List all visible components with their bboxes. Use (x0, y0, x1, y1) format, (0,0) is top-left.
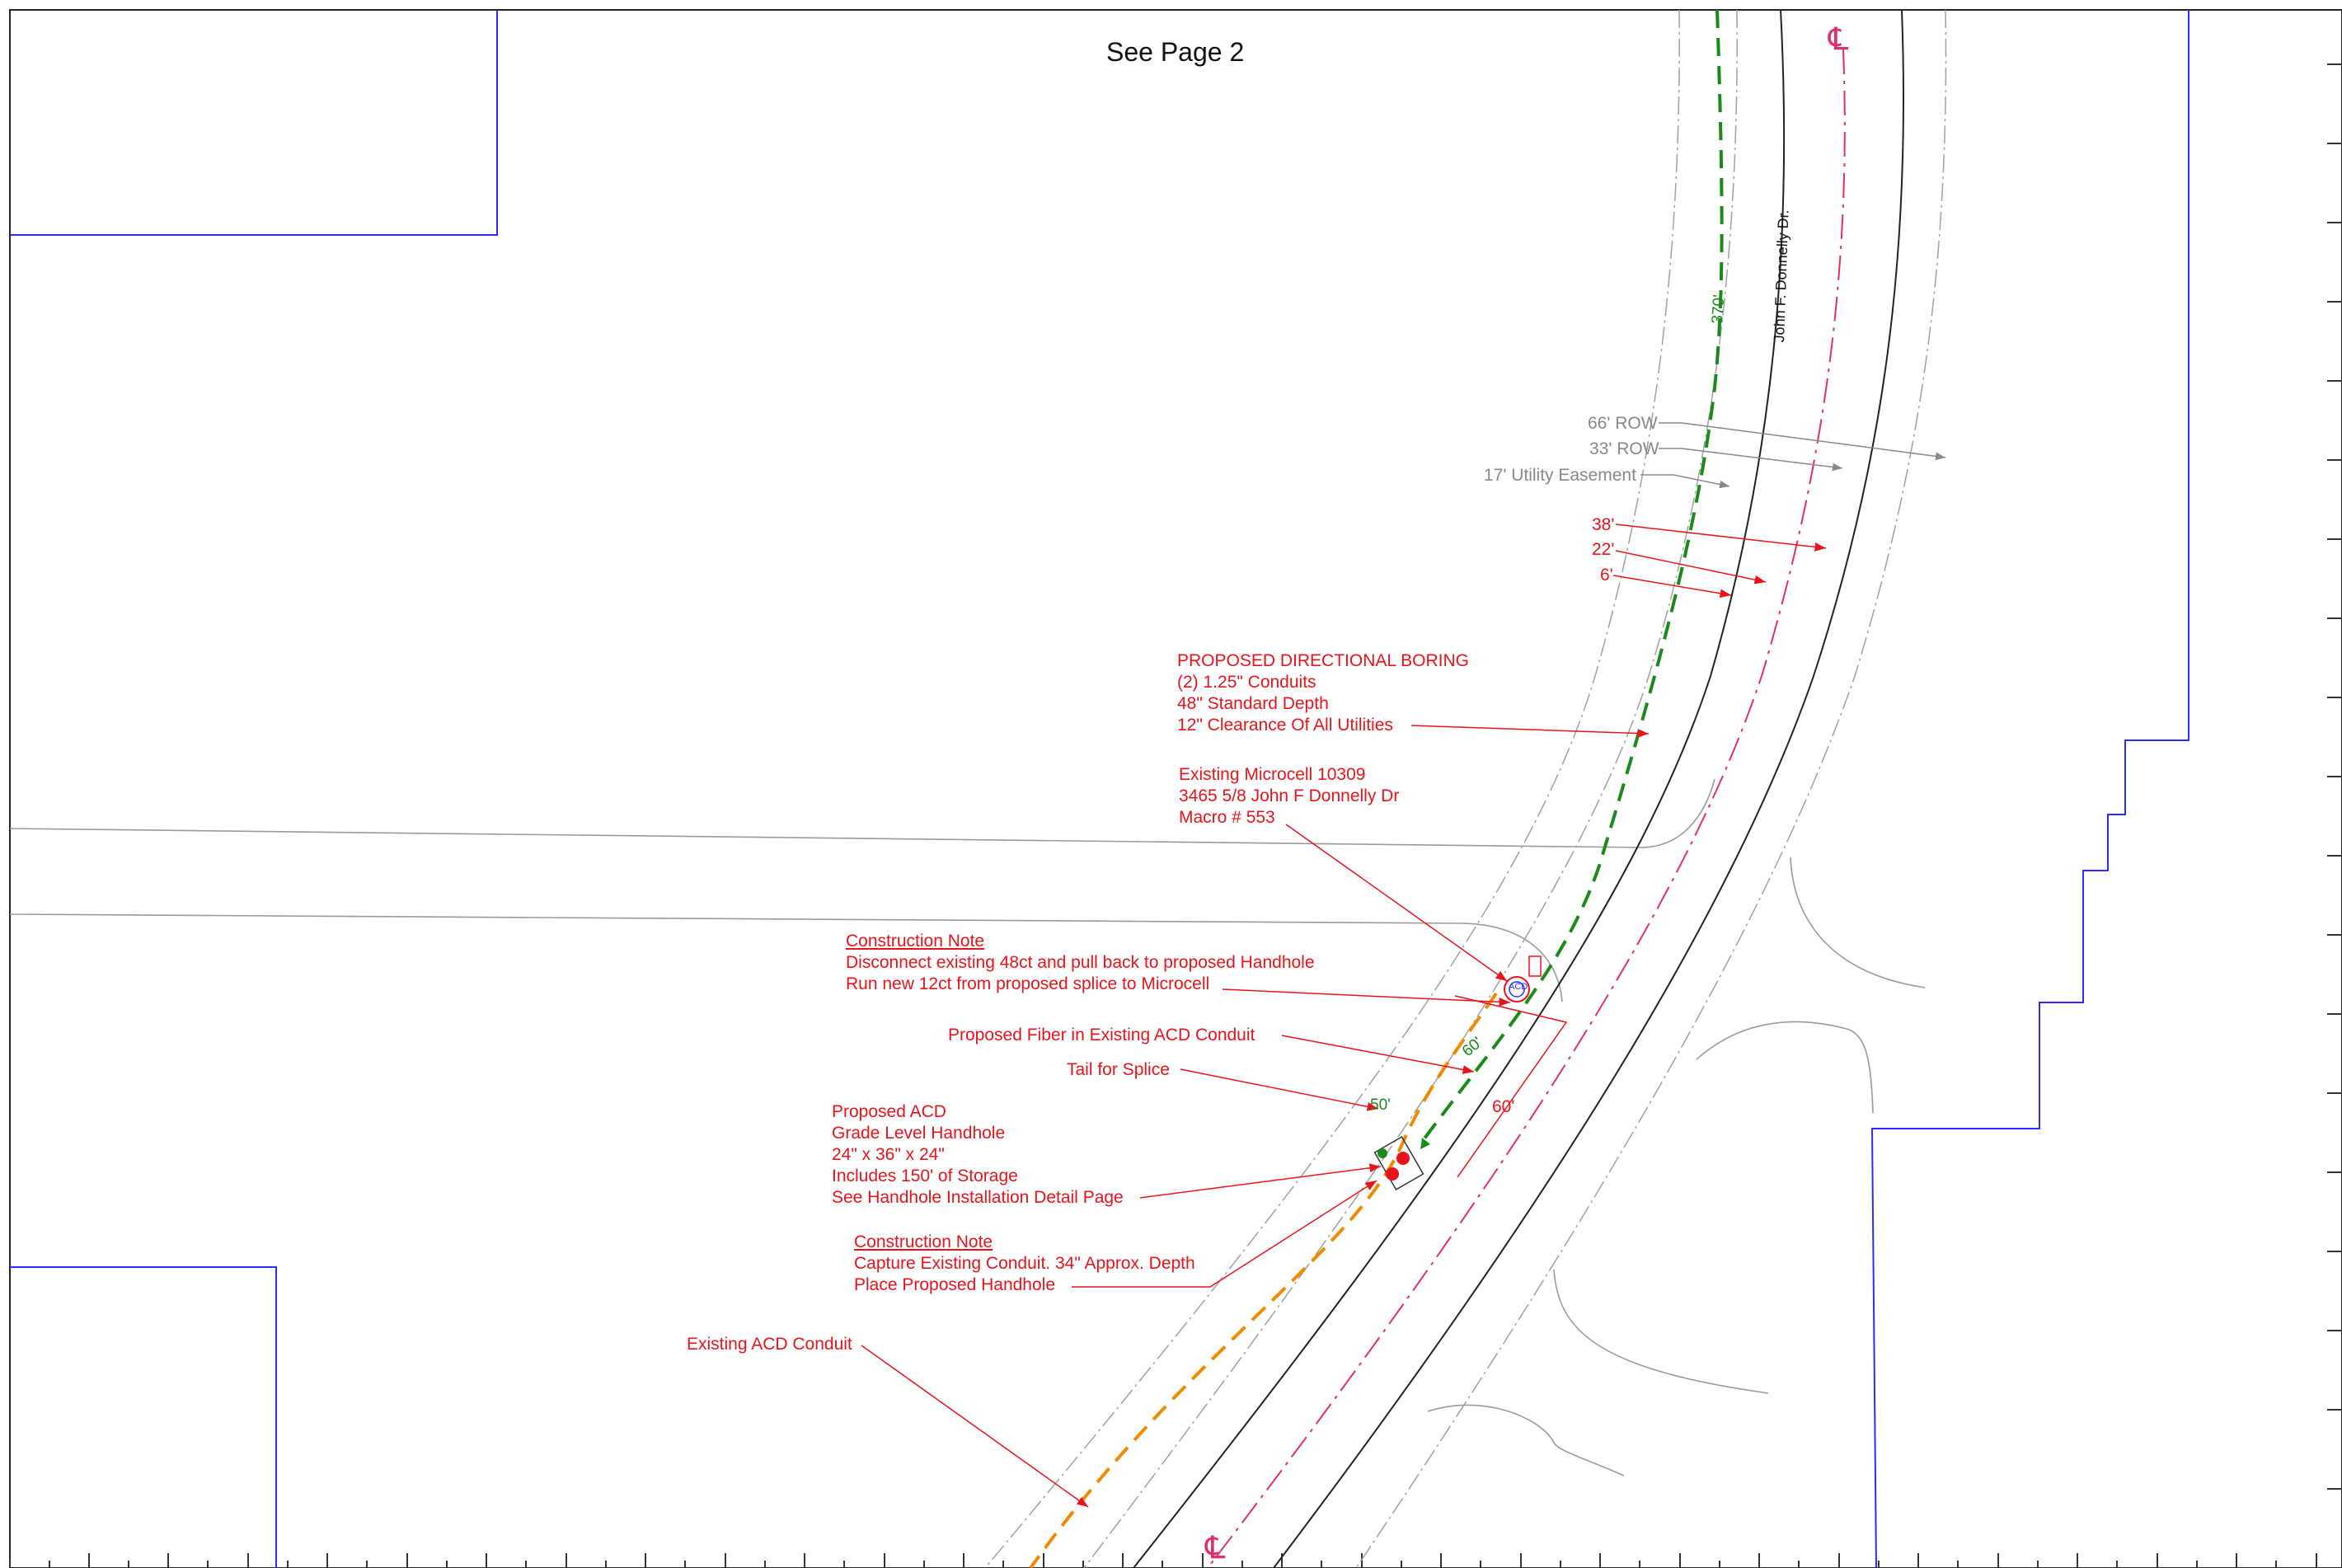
handhole-note: Proposed ACD Grade Level Handhole 24" x … (832, 1101, 1124, 1209)
offset-38-label: 38' (1592, 515, 1615, 534)
proposed-boring-path (1420, 9, 1724, 1143)
parcel-lines (10, 10, 2189, 1568)
boring-note-line: 12" Clearance Of All Utilities (1177, 716, 1393, 735)
handhole-note-line: Proposed ACD (832, 1102, 946, 1121)
tail-length-label: 50' (1370, 1096, 1391, 1114)
centerline-symbol-bottom: ℄ (1205, 1531, 1226, 1566)
offset-22-label: 22' (1592, 540, 1615, 559)
handhole-note-line: See Handhole Installation Detail Page (832, 1188, 1124, 1207)
handhole-offset-label-60: 60' (1492, 1097, 1515, 1116)
microcell-note-line: Macro # 553 (1179, 808, 1275, 827)
construction-note-2-line: Capture Existing Conduit. 34" Approx. De… (854, 1254, 1195, 1273)
sheet-border (9, 9, 2342, 1568)
construction-note-2-title: Construction Note (854, 1232, 993, 1251)
construction-note-1: Construction Note Disconnect existing 48… (846, 931, 1315, 995)
note-leaders (861, 725, 1650, 1508)
road-edge-lines (1133, 9, 1905, 1568)
offset-dimension-leaders (1612, 523, 1827, 599)
existing-acd-conduit (1029, 992, 1498, 1568)
handhole-note-line: Includes 150' of Storage (832, 1167, 1018, 1185)
construction-note-1-title: Construction Note (846, 932, 985, 951)
right-scale-ticks (2327, 63, 2342, 1490)
construction-note-2-line: Place Proposed Handhole (854, 1275, 1056, 1294)
bottom-scale-ticks (9, 1553, 2317, 1568)
microcell-symbol-label: ACD (1509, 982, 1528, 992)
see-page-label: See Page 2 (1106, 37, 1245, 67)
bore-length-label: 370' (1709, 293, 1729, 325)
centerline-symbol-top: ℄ (1828, 22, 1849, 57)
handhole-note-line: Grade Level Handhole (832, 1124, 1006, 1143)
row-lines (984, 9, 1947, 1568)
microcell-symbol (1504, 955, 1542, 1002)
construction-note-1-line: Run new 12ct from proposed splice to Mic… (846, 974, 1210, 993)
boring-note: PROPOSED DIRECTIONAL BORING (2) 1.25" Co… (1177, 650, 1469, 736)
construction-note-2: Construction Note Capture Existing Condu… (854, 1232, 1195, 1296)
microcell-note: Existing Microcell 10309 3465 5/8 John F… (1179, 764, 1399, 829)
microcell-note-line: 3465 5/8 John F Donnelly Dr (1179, 786, 1400, 805)
boring-note-line: 48" Standard Depth (1177, 694, 1329, 713)
handhole-symbol (1373, 1135, 1430, 1191)
proposed-fiber-note: Proposed Fiber in Existing ACD Conduit (948, 1026, 1255, 1045)
tail-for-splice-note: Tail for Splice (1067, 1060, 1170, 1079)
offset-6-label: 6' (1600, 566, 1613, 584)
microcell-note-line: Existing Microcell 10309 (1179, 765, 1366, 784)
boring-note-line: (2) 1.25" Conduits (1177, 673, 1316, 692)
utility-easement-label: 17' Utility Easement (1484, 466, 1636, 485)
row-dimension-leaders (1640, 422, 1946, 489)
construction-note-1-line: Disconnect existing 48ct and pull back t… (846, 953, 1315, 972)
handhole-note-line: 24" x 36" x 24" (832, 1145, 945, 1164)
road-centerline (1207, 49, 1846, 1568)
existing-conduit-note: Existing ACD Conduit (687, 1335, 852, 1354)
boring-note-line: PROPOSED DIRECTIONAL BORING (1177, 651, 1469, 670)
row-33-label: 33' ROW (1589, 439, 1659, 458)
row-66-label: 66' ROW (1588, 414, 1658, 433)
